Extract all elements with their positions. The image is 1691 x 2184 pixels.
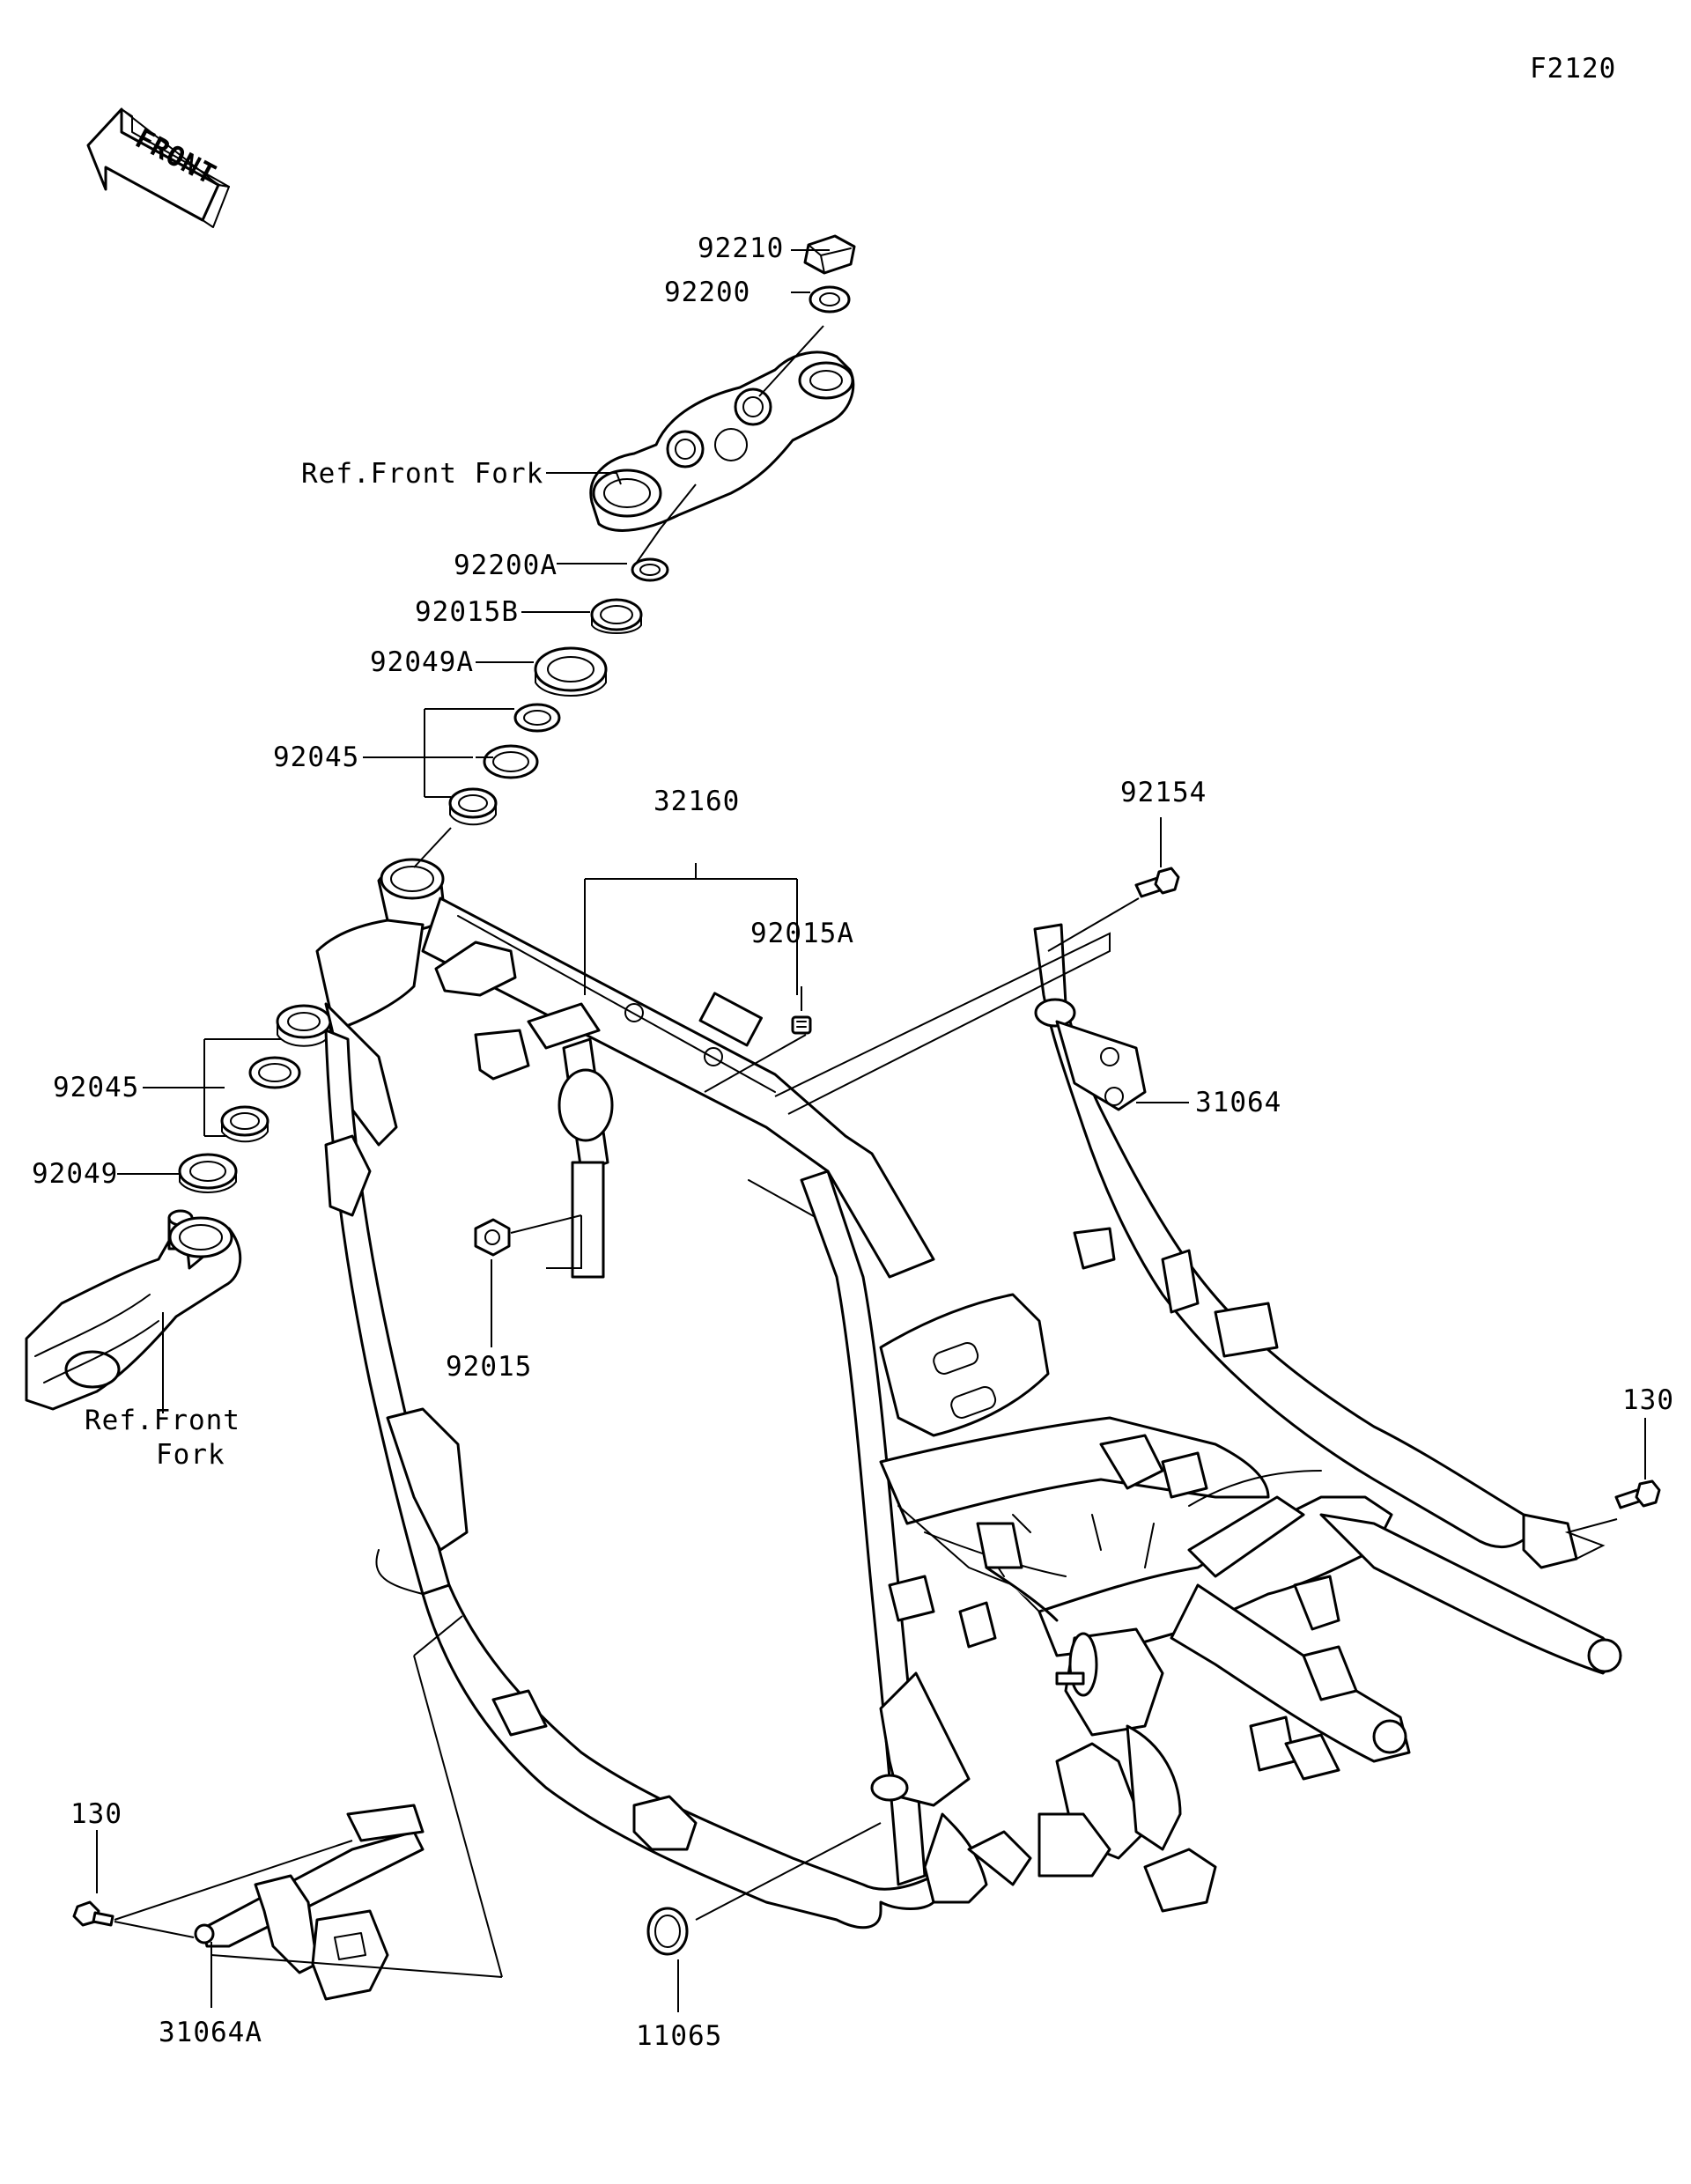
callout-92154: 92154 — [1120, 777, 1207, 808]
callout-32160: 32160 — [654, 786, 740, 817]
main-frame — [315, 858, 1622, 1929]
leader-lines — [96, 249, 1646, 2012]
callout-92210: 92210 — [698, 232, 784, 264]
plug-11065 — [646, 1907, 689, 1956]
frame-rail-31064 — [1033, 923, 1578, 1569]
bolt-92154 — [1134, 867, 1180, 898]
frame-rail-31064A — [194, 1804, 425, 2001]
figure-code: F2120 — [1530, 53, 1616, 85]
callout-92049A: 92049A — [370, 646, 474, 678]
callout-92200: 92200 — [664, 277, 750, 308]
nut-92210 — [803, 234, 856, 275]
seal-92049 — [178, 1153, 238, 1193]
callout-92015B: 92015B — [415, 596, 519, 628]
callout-92200A: 92200A — [454, 550, 558, 581]
callout-92049: 92049 — [32, 1158, 118, 1190]
callout-labels: 92210 92200 Ref.Front Fork 92200A 92015B… — [32, 232, 1674, 2052]
bolt-130-right — [1614, 1479, 1661, 1509]
front-direction-marker: FRONT — [86, 107, 230, 228]
callout-130-left: 130 — [70, 1798, 122, 1830]
callout-31064: 31064 — [1195, 1087, 1281, 1118]
callout-ref-front-fork-bottom-line2: Fork — [156, 1439, 225, 1471]
callout-130-right: 130 — [1622, 1384, 1674, 1416]
bolt-92015A — [791, 1015, 812, 1035]
bearing-set-92045-upper — [448, 703, 561, 826]
bolt-130-left — [72, 1900, 114, 1927]
callout-92045-lower: 92045 — [53, 1072, 139, 1103]
bearing-set-92045-lower — [220, 1004, 332, 1143]
callout-11065: 11065 — [636, 2020, 722, 2052]
callout-ref-front-fork-bottom-line1: Ref.Front — [85, 1405, 240, 1436]
callout-92015: 92015 — [446, 1351, 532, 1383]
washer-92200 — [809, 285, 851, 314]
upper-triple-clamp — [589, 350, 855, 532]
callout-ref-front-fork-top: Ref.Front Fork — [301, 458, 543, 490]
callout-92015A: 92015A — [750, 918, 854, 949]
callout-31064A: 31064A — [159, 2017, 262, 2048]
callout-92045-upper: 92045 — [273, 742, 359, 773]
lower-triple-clamp — [25, 1209, 242, 1411]
nut-92015B — [590, 598, 643, 634]
seal-92049A — [534, 646, 608, 697]
collar-92200A — [631, 557, 669, 582]
nut-92015 — [474, 1218, 511, 1257]
